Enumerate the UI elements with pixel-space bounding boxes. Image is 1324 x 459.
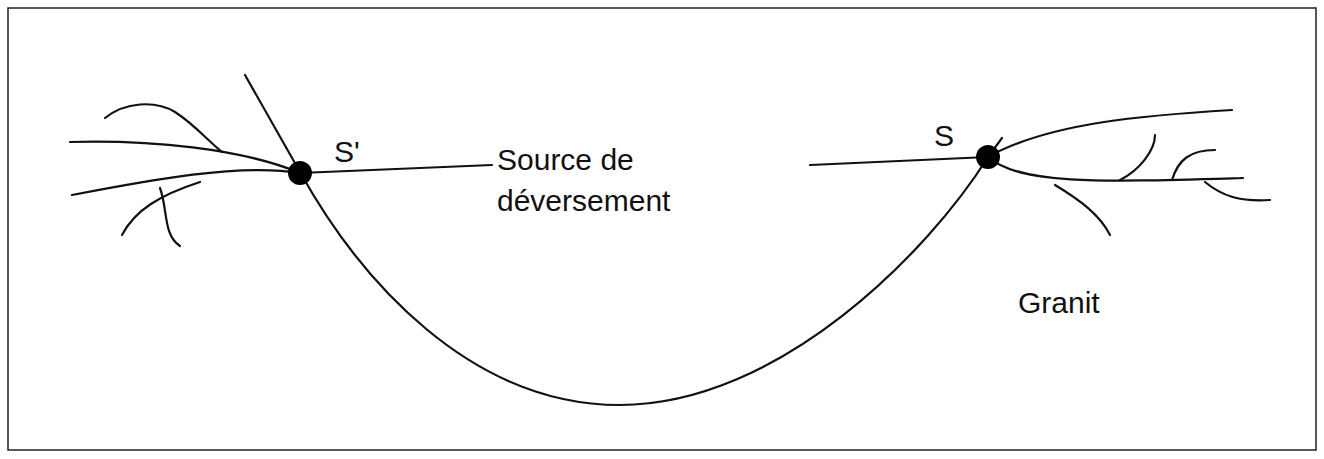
fracture: [1055, 185, 1110, 235]
spring-leader: [300, 165, 492, 173]
fracture: [105, 104, 222, 152]
fracture: [72, 170, 300, 195]
fracture: [70, 142, 300, 173]
fracture: [160, 188, 180, 246]
fracture: [988, 157, 1243, 181]
spring-label: S: [934, 116, 954, 157]
fracture: [1205, 182, 1270, 200]
spring-label: S': [334, 132, 360, 173]
rock-label: Granit: [1018, 283, 1100, 324]
spring-dot: [288, 161, 312, 185]
fracture: [988, 110, 1232, 157]
fracture: [1172, 150, 1215, 180]
spring-dot: [976, 145, 1000, 169]
fracture: [1120, 135, 1155, 180]
frame: [8, 8, 1316, 450]
spring-leader: [810, 157, 988, 165]
spring-type-label: Source de déversement: [497, 140, 747, 221]
valley-profile: [245, 75, 1002, 405]
